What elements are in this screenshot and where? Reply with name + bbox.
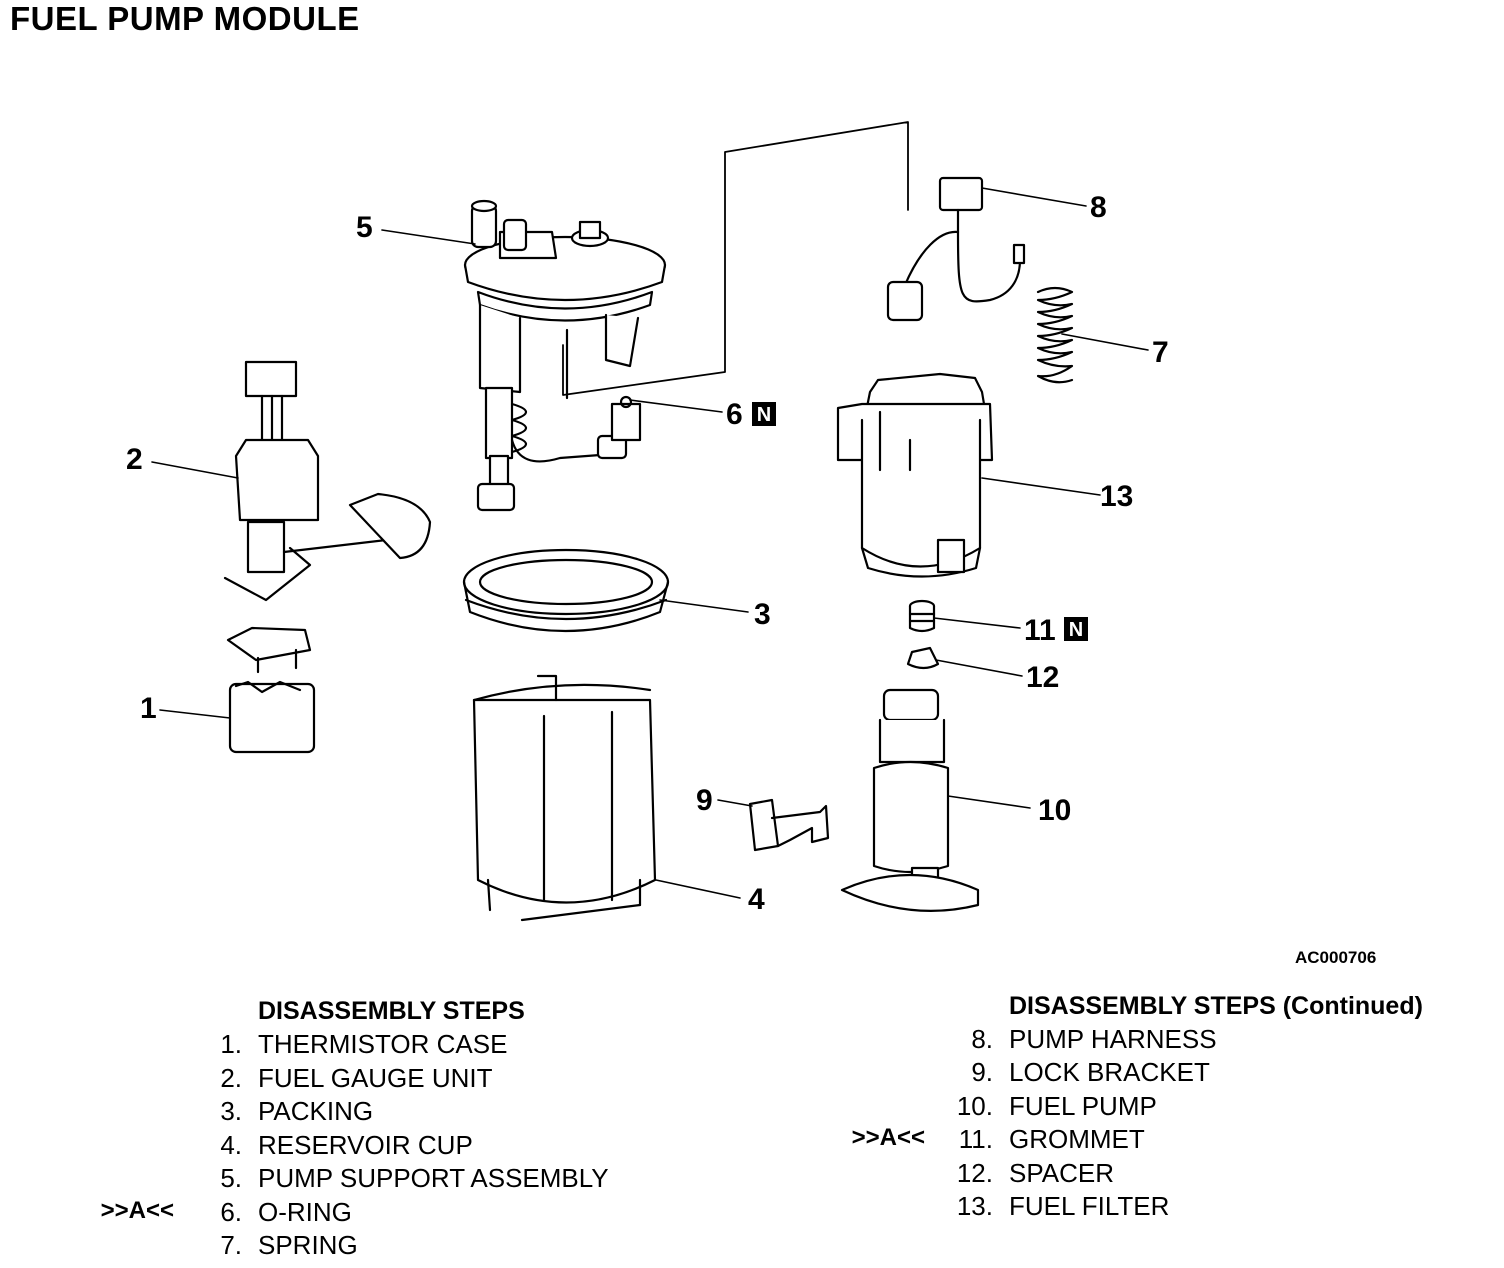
step-number: 7. — [220, 1230, 242, 1260]
step-label: O-RING — [258, 1197, 352, 1227]
step-row: 13. FUEL FILTER — [957, 1191, 1170, 1224]
callout-6: 6 — [726, 398, 743, 431]
step-number: 4. — [220, 1130, 242, 1160]
callout-3: 3 — [754, 598, 771, 631]
leader-lines — [151, 187, 1149, 899]
step-label: SPACER — [1009, 1158, 1114, 1188]
exploded-diagram: 1 2 3 4 5 6 7 8 9 10 11 12 13 N N — [126, 121, 1169, 922]
step-label: GROMMET — [1009, 1124, 1145, 1154]
spring-drawing — [1036, 286, 1074, 384]
step-number: 2. — [220, 1063, 242, 1093]
svg-text:N: N — [757, 404, 771, 426]
callout-7: 7 — [1152, 336, 1169, 369]
step-label: FUEL FILTER — [1009, 1191, 1170, 1221]
callout-10: 10 — [1038, 794, 1071, 827]
step-row: 4. RESERVOIR CUP — [220, 1130, 473, 1163]
step-number: 9. — [971, 1057, 993, 1087]
step-row: 12. SPACER — [957, 1158, 1114, 1191]
fuel-pump-drawing — [840, 688, 980, 912]
callout-13: 13 — [1100, 480, 1133, 513]
step-label: PUMP HARNESS — [1009, 1024, 1217, 1054]
svg-text:N: N — [1069, 619, 1083, 641]
figure-code: AC000706 — [1295, 948, 1377, 967]
step-row: 8. PUMP HARNESS — [971, 1024, 1217, 1057]
step-row: 9. LOCK BRACKET — [971, 1057, 1210, 1090]
callout-12: 12 — [1026, 661, 1059, 694]
step-number: 11. — [958, 1124, 993, 1154]
procedure-marker: >>A<< — [100, 1197, 174, 1224]
fuel-gauge-unit-drawing — [223, 360, 432, 602]
callout-8: 8 — [1090, 191, 1107, 224]
step-number: 1. — [220, 1029, 242, 1059]
step-number: 5. — [220, 1163, 242, 1193]
step-row: >>A<< 6. O-RING — [101, 1197, 352, 1230]
step-row: 5. PUMP SUPPORT ASSEMBLY — [220, 1163, 609, 1196]
callout-1: 1 — [140, 692, 157, 725]
step-label: LOCK BRACKET — [1009, 1057, 1210, 1087]
spacer-drawing — [906, 646, 940, 670]
new-part-badge-11: N — [1064, 617, 1088, 641]
grommet-drawing — [908, 599, 936, 633]
step-label: SPRING — [258, 1230, 358, 1260]
step-row: 2. FUEL GAUGE UNIT — [220, 1063, 493, 1096]
step-row: >>A<< 11. GROMMET — [852, 1124, 1145, 1157]
step-label: FUEL PUMP — [1009, 1091, 1157, 1121]
new-part-badge-6: N — [752, 402, 776, 426]
step-label: RESERVOIR CUP — [258, 1130, 473, 1160]
step-label: THERMISTOR CASE — [258, 1029, 508, 1059]
step-row: 10. FUEL PUMP — [957, 1091, 1157, 1124]
step-label: PACKING — [258, 1096, 374, 1126]
callout-9: 9 — [696, 784, 713, 817]
step-number: 10. — [956, 1091, 993, 1121]
step-number: 6. — [220, 1197, 242, 1227]
step-label: FUEL GAUGE UNIT — [258, 1063, 493, 1093]
procedure-marker: >>A<< — [851, 1124, 925, 1151]
steps-heading-left: DISASSEMBLY STEPS — [258, 997, 525, 1025]
step-number: 12. — [956, 1158, 993, 1188]
fuel-filter-drawing — [836, 372, 994, 578]
callout-11: 11 — [1024, 614, 1056, 647]
page-title: FUEL PUMP MODULE — [10, 0, 360, 37]
lock-bracket-drawing — [748, 798, 830, 852]
step-row: 1. THERMISTOR CASE — [220, 1029, 508, 1062]
step-number: 3. — [220, 1096, 242, 1126]
reservoir-cup-drawing — [472, 674, 657, 922]
pump-support-assembly-drawing — [463, 199, 667, 512]
thermistor-case-drawing — [226, 626, 316, 754]
packing-drawing — [462, 548, 670, 633]
step-row: 3. PACKING — [220, 1096, 374, 1129]
step-row: 7. SPRING — [220, 1230, 358, 1263]
callout-5: 5 — [356, 211, 373, 244]
steps-heading-right: DISASSEMBLY STEPS (Continued) — [1009, 992, 1423, 1020]
step-number: 13. — [956, 1191, 993, 1221]
step-number: 8. — [971, 1024, 993, 1054]
callout-4: 4 — [748, 883, 765, 916]
step-label: PUMP SUPPORT ASSEMBLY — [258, 1163, 609, 1193]
pump-harness-drawing — [886, 176, 1026, 322]
callout-2: 2 — [126, 443, 143, 476]
